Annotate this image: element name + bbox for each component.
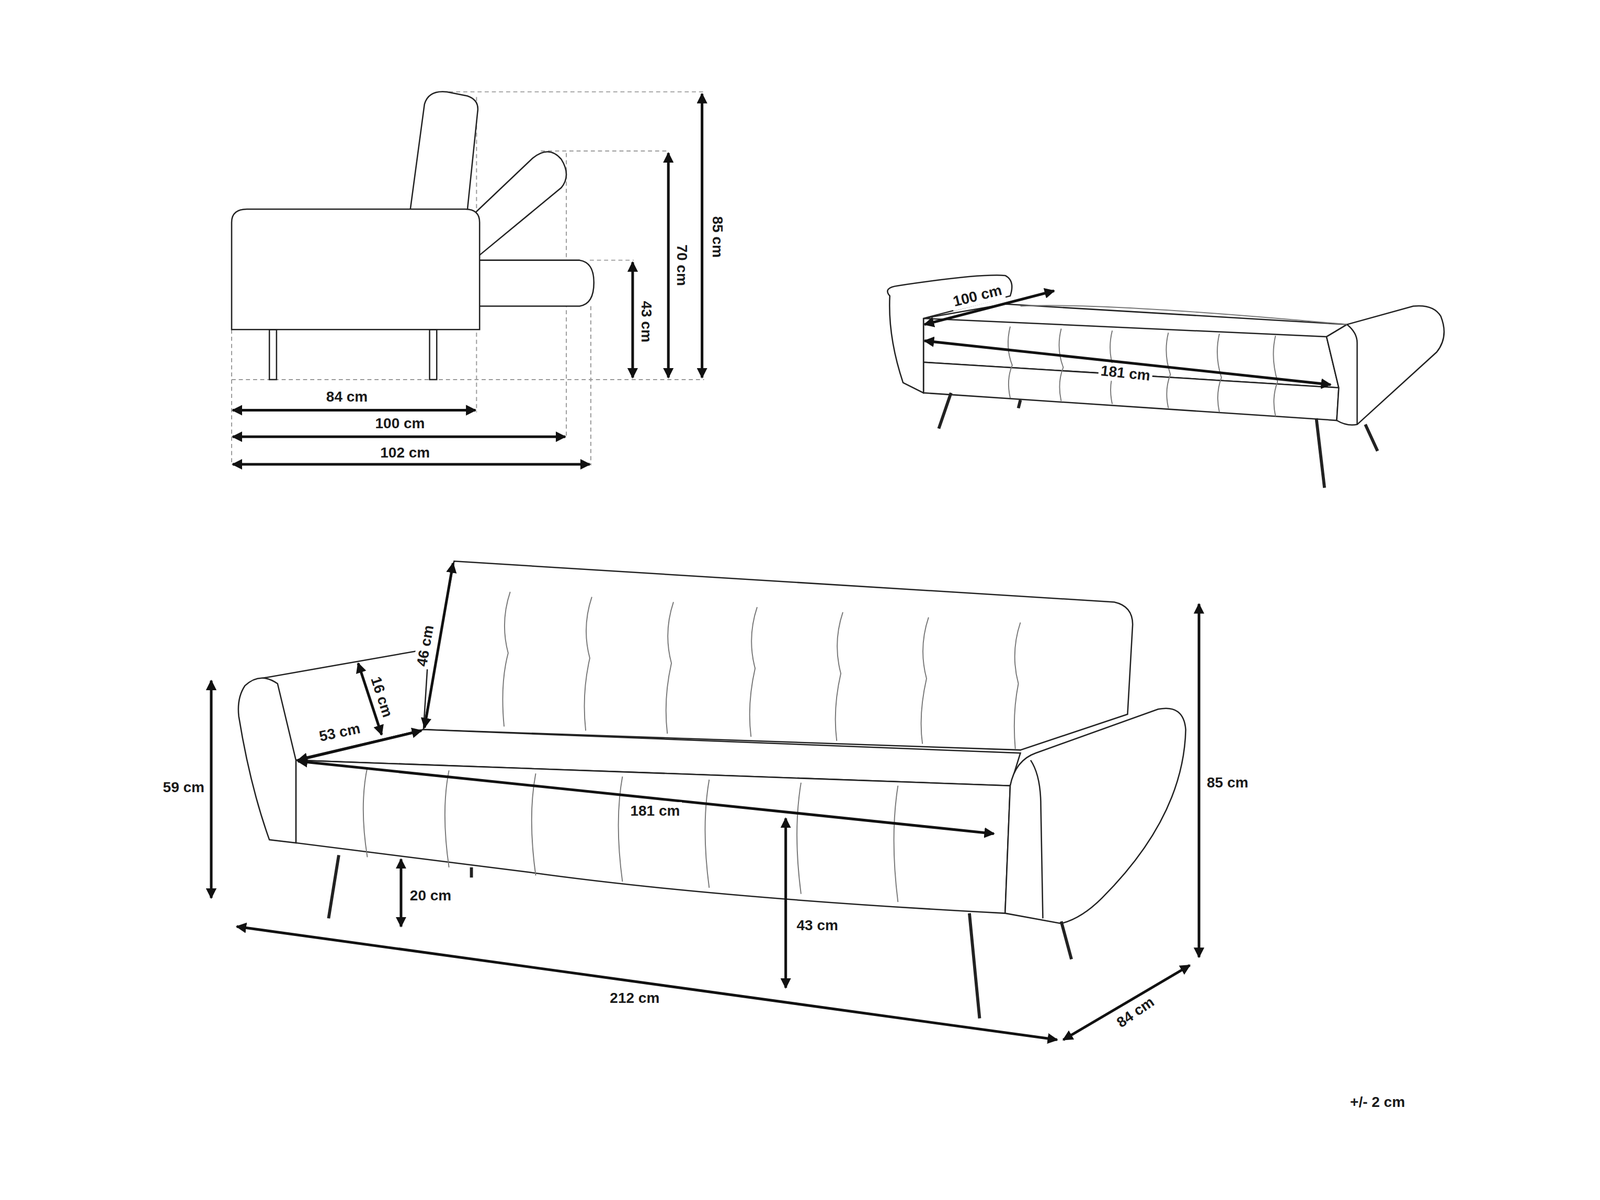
height-dimension: 43 cm xyxy=(794,916,840,935)
bed-dimension-arrows xyxy=(924,290,1331,385)
depth-dimension: 100 cm xyxy=(373,414,428,433)
height-dimension: 20 cm xyxy=(407,886,454,905)
width-dimension: 181 cm xyxy=(627,802,682,820)
side-view xyxy=(231,91,705,466)
height-dimension: 85 cm xyxy=(1204,773,1251,792)
width-dimension: 212 cm xyxy=(607,989,662,1008)
dimension-arrows xyxy=(232,94,703,465)
height-dimension: 70 cm xyxy=(672,242,691,289)
height-dimension: 85 cm xyxy=(708,213,727,260)
front-view xyxy=(238,561,1186,1019)
front-dimension-arrows xyxy=(211,563,1199,1040)
height-dimension: 43 cm xyxy=(636,298,655,345)
height-dimension: 59 cm xyxy=(161,778,207,797)
depth-dimension: 102 cm xyxy=(378,443,432,462)
depth-dimension: 84 cm xyxy=(324,387,370,406)
tolerance-note: +/- 2 cm xyxy=(1347,1093,1408,1112)
bed-view xyxy=(887,275,1444,488)
